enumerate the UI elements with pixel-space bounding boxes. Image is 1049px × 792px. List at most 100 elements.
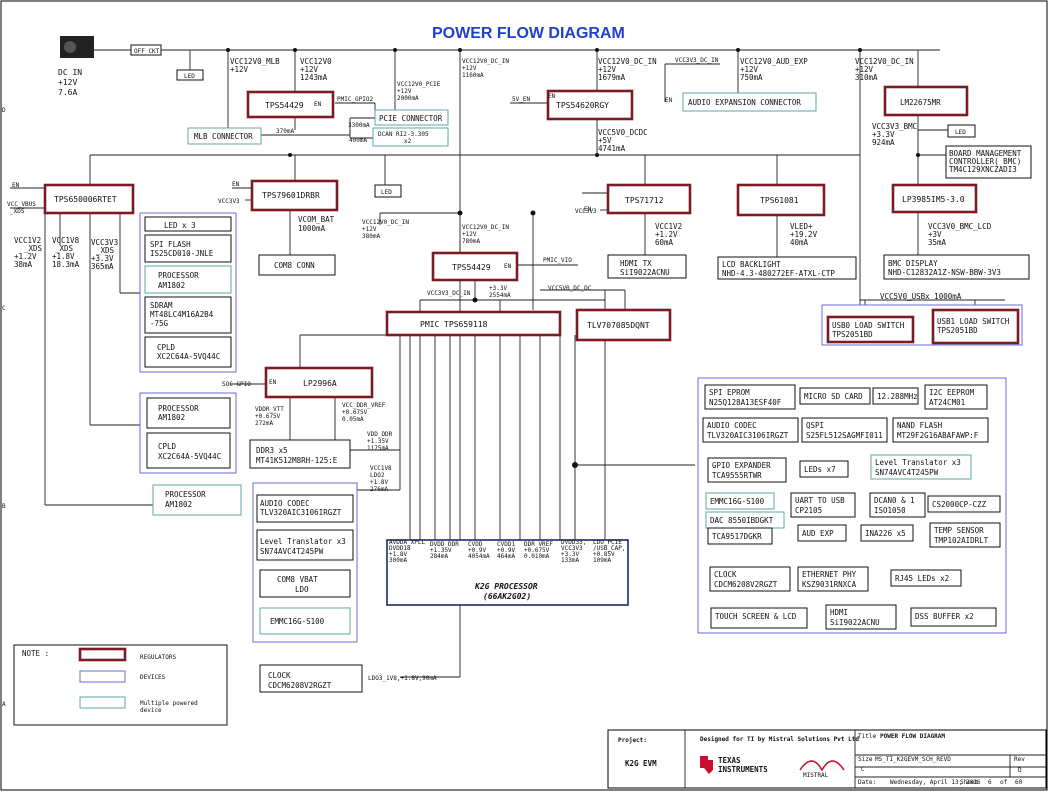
vcc1v2-xds-v: +1.2V: [14, 252, 37, 261]
vcc5v0-dcdc-i: 4741mA: [598, 144, 626, 153]
device-label: AUDIO EXPANSION CONNECTOR: [688, 98, 801, 107]
sheet-no: 6: [988, 779, 992, 786]
vcc3v3-bmc-v: +3.3V: [872, 130, 895, 139]
svg-text:284mA: 284mA: [430, 553, 448, 560]
rev-label: Rev: [1014, 756, 1025, 763]
vcc3v3-bmc-i: 924mA: [872, 138, 895, 147]
bmc-display: [883, 254, 1030, 280]
vcom-bat-label: VCOM_BAT: [298, 215, 335, 224]
vcc-ddr-vref-v: +0.675V: [342, 409, 368, 416]
device-label: LCD BACKLIGHT: [722, 260, 781, 269]
device-label: SiI9022ACNU: [620, 268, 670, 277]
vcc3v3-dcin-label: VCC3V3_DC_IN: [427, 290, 471, 297]
ti-logo-icon: [700, 756, 713, 774]
device-label: USB1 LOAD SWITCH: [937, 317, 1010, 326]
panel-device-label: UART TO USB: [795, 496, 845, 505]
rail-label: +12V: [462, 65, 477, 72]
panel-device-part: ISO1050: [874, 506, 906, 515]
device-label: XC2C64A-5VQ44C: [157, 352, 220, 361]
panel-device-label: EMMC16G-S100: [710, 497, 765, 506]
designed-by: Designed for TI by Mistral Solutions Pvt…: [700, 736, 859, 743]
device-label: CDCM6208V2RGZT: [268, 681, 332, 690]
vcc3v0-bmc-v: +3V: [928, 230, 942, 239]
ldo3-label: LDO3_1V8,+1.8V,90mA: [368, 675, 437, 682]
device-label: CONTROLLER( BMC): [949, 157, 1021, 166]
com8-conn: [258, 254, 336, 276]
vcc1v2-i: 60mA: [655, 238, 674, 247]
rail-label: VCC12V0_DC_IN: [462, 58, 509, 65]
reg-label: TPS61081: [760, 196, 799, 205]
border-letter-d: D: [2, 107, 6, 114]
panel-device-box: [704, 384, 796, 410]
panel-device-box: [799, 460, 849, 478]
panel-device-label: INA226 x5: [865, 529, 906, 538]
soc-gpio-label: SOC GPIO: [222, 381, 251, 388]
vcc5v0-dcdc-label: VCC5V0_DCDC: [598, 128, 648, 137]
rail-label: VCC12V0_MLB: [230, 57, 280, 66]
vdd-ddr-v: +1.35V: [367, 438, 389, 445]
device-label: TPS2051BD: [832, 330, 873, 339]
svg-text:VCC3V3: VCC3V3: [561, 545, 583, 552]
vcc3v3-xds-suffix: _XDS: [96, 246, 115, 255]
panel-device-box: [707, 527, 773, 545]
clock-cdcm6208: [259, 664, 363, 693]
legend-regulators: REGULATORS: [140, 654, 177, 661]
pmic-gpio2-label: PMIC_GPIO2: [337, 96, 374, 103]
doc-number: MS_TI_K2GEVM_SCH_REVD: [875, 756, 951, 763]
panel-device-part: AT24CM01: [929, 398, 965, 407]
device-label: AUDIO CODEC: [260, 499, 310, 508]
panel-device-box: [799, 387, 871, 405]
rail-label: VCC12V0_DC_IN: [855, 57, 914, 66]
vcc1v8-xds-suffix: _XDS: [55, 244, 74, 253]
legend-multi-swatch: [79, 696, 126, 709]
panel-device-box: [801, 417, 888, 443]
device-label: TPS2051BD: [937, 326, 978, 335]
k2g-label2: (66AK2G02): [483, 592, 531, 601]
svg-text:464mA: 464mA: [497, 553, 515, 560]
ti-text: TEXAS: [718, 756, 741, 765]
vled-i: 40mA: [790, 238, 809, 247]
device-label: NHD-C12832A1Z-NSW-BBW-3V3: [888, 268, 1001, 277]
rail-label: VCC12V0: [300, 57, 332, 66]
device-label: PROCESSOR: [158, 404, 199, 413]
vcc3v3-bmc-label: VCC3V3_BMC: [872, 122, 917, 131]
device-label: -75G: [150, 319, 169, 328]
rail-label: +12V: [397, 88, 412, 95]
vddr-vtt-i: 272mA: [255, 420, 273, 427]
panel-device-part: S25FL512SAGMFI011: [806, 431, 883, 440]
rail-label: 750mA: [740, 73, 763, 82]
title-value: POWER FLOW DIAGRAM: [880, 733, 945, 740]
panel-device-label: SPI EPROM: [709, 388, 750, 397]
svg-text:DVDD33,: DVDD33,: [561, 539, 586, 546]
en-pin: EN: [12, 182, 20, 189]
vdd-ddr-i: 1175mA: [367, 445, 389, 452]
device-label: MT48LC4M16A2B4: [150, 310, 214, 319]
panel-device-box: [927, 495, 1001, 513]
panel-device-label: NAND FLASH: [897, 421, 943, 430]
svg-text:DVDD DDR: DVDD DDR: [430, 541, 459, 548]
rail-label: +12V: [598, 65, 617, 74]
panel-device-label: MICRO SD CARD: [804, 392, 863, 401]
panel-device-part: TMP102AIDRLT: [934, 536, 989, 545]
svg-text:+0.85V: +0.85V: [593, 551, 615, 558]
led-box: LED: [955, 129, 966, 136]
dcan-connector: [372, 127, 449, 147]
processor-am1802: [152, 484, 242, 516]
sheet-total: 60: [1015, 779, 1023, 786]
ddr3-memory: [249, 439, 351, 469]
reg-label: TPS650006RTET: [54, 195, 117, 204]
reg-label: TPS79601DRBR: [262, 191, 320, 200]
vcc1v8-xds: VCC1V8: [52, 236, 80, 245]
reg-tlv707085: [575, 308, 672, 342]
panel-device-box: [890, 569, 962, 587]
panel-device-box: [892, 417, 989, 443]
k2g-processor: [386, 539, 629, 606]
vcc12-dcin-i: 380mA: [362, 233, 380, 240]
border-letter-c: C: [2, 305, 6, 312]
svg-text:AVDDA_XPLL: AVDDA_XPLL: [389, 539, 426, 546]
panel-device-box: [797, 566, 869, 592]
rev-value: D: [1018, 767, 1022, 774]
panel-device-box: [797, 524, 847, 542]
device-label: SPI FLASH: [150, 240, 191, 249]
